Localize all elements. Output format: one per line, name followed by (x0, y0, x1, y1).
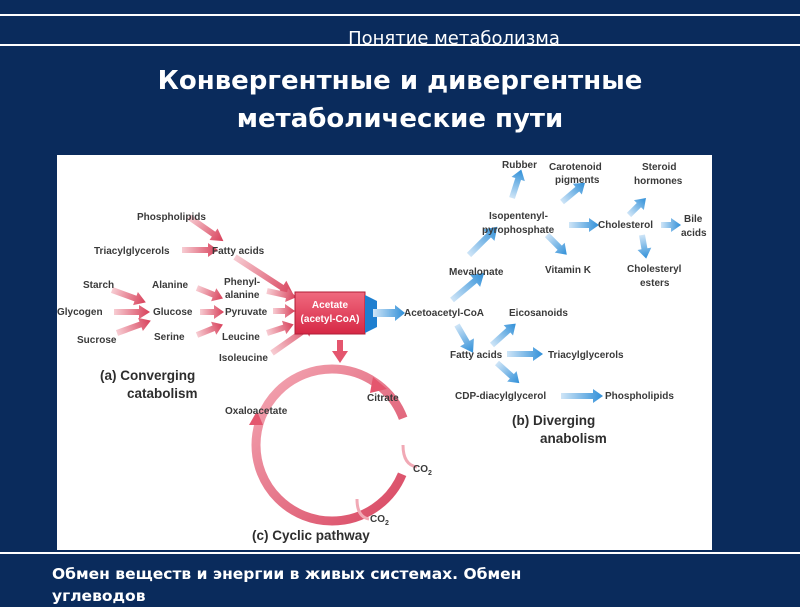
arrow-to-vitamin-k (544, 232, 567, 255)
slide-title: Конвергентные и дивергентные метаболичес… (0, 62, 800, 138)
co2-arrow-b (355, 498, 370, 521)
arrow-to-mevalonate (450, 273, 485, 303)
slide-title-line-2: метаболические пути (236, 104, 564, 134)
label-alanine-2: alanine (225, 290, 260, 301)
label-cdp-diacylglycerol: CDP-diacylglycerol (455, 391, 546, 402)
caption-converging-1: (a) Converging (100, 368, 195, 383)
label-co2-a: CO2 (413, 464, 432, 477)
cycle-entry-arrowhead (332, 351, 348, 363)
label-hormones: hormones (634, 176, 683, 187)
label-pyrophosphate: pyrophosphate (482, 225, 555, 236)
label-phospholipids-right: Phospholipids (605, 391, 674, 402)
slide-subtitle: Понятие метаболизма (348, 28, 560, 49)
arrow-to-chol-esters (637, 234, 652, 259)
arrow-phospholipids (187, 214, 224, 242)
label-alanine: Alanine (152, 280, 189, 291)
label-phospholipids: Phospholipids (137, 212, 206, 223)
label-oxaloacetate: Oxaloacetate (225, 406, 288, 417)
label-triacylglycerols-right: Triacylglycerols (548, 350, 624, 361)
label-eicosanoids: Eicosanoids (509, 308, 568, 319)
arrow-fatty-acids (233, 254, 294, 296)
arrow-sucrose (115, 317, 151, 336)
label-triacylglycerols-left: Triacylglycerols (94, 246, 170, 257)
footer-line-2: углеводов (52, 587, 146, 605)
arrow-triacylglycerols (182, 243, 218, 257)
top-rule-1 (0, 14, 800, 16)
metabolic-pathways-diagram: Phospholipids Triacylglycerols Fatty aci… (57, 155, 712, 550)
arrow-phenylalanine (266, 288, 297, 303)
label-acetate: Acetate (312, 300, 349, 311)
label-acids: acids (681, 228, 707, 239)
label-co2-b: CO2 (370, 514, 389, 527)
diverging-arrows (373, 169, 681, 403)
arrow-glycogen (114, 305, 150, 319)
label-sucrose: Sucrose (77, 335, 117, 346)
label-cholesteryl: Cholesteryl (627, 264, 682, 275)
label-phenyl: Phenyl- (224, 277, 260, 288)
caption-converging-2: catabolism (127, 386, 198, 401)
acetyl-coa-box (294, 291, 366, 335)
slide-title-line-1: Конвергентные и дивергентные (157, 66, 643, 96)
label-fatty-acids-left: Fatty acids (212, 246, 265, 257)
label-pyruvate: Pyruvate (225, 307, 268, 318)
arrow-glucose (200, 305, 224, 319)
arrow-to-rubber (509, 169, 525, 199)
label-leucine: Leucine (222, 332, 260, 343)
top-rule-2 (0, 44, 800, 46)
cycle-arrowhead-citrate (370, 377, 387, 393)
arrow-alanine (195, 285, 223, 302)
label-pigments: pigments (555, 175, 600, 186)
footer-line-1: Обмен веществ и энергии в живых системах… (52, 565, 522, 583)
label-serine: Serine (154, 332, 185, 343)
arrow-to-fatty-acids (454, 323, 474, 353)
label-steroid: Steroid (642, 162, 676, 173)
bottom-rule (0, 552, 800, 554)
label-rubber: Rubber (502, 160, 537, 171)
arrow-to-carotenoid (560, 182, 585, 205)
label-fatty-acids-right: Fatty acids (450, 350, 503, 361)
slide-footer: Обмен веществ и энергии в живых системах… (52, 563, 792, 607)
label-vitamin-k: Vitamin K (545, 265, 592, 276)
label-acetyl-coa: (acetyl-CoA) (301, 314, 360, 325)
citric-acid-cycle (249, 340, 418, 526)
label-starch: Starch (83, 280, 114, 291)
cycle-circle (251, 364, 413, 526)
label-isoleucine: Isoleucine (219, 353, 268, 364)
arrow-to-cdp (494, 360, 520, 384)
arrow-to-cholesterol (569, 218, 599, 232)
label-isopentenyl: Isopentenyl- (489, 211, 548, 222)
arrow-to-triacylglycerols (507, 347, 543, 361)
caption-diverging-1: (b) Diverging (512, 413, 595, 428)
caption-cyclic: (c) Cyclic pathway (252, 528, 370, 543)
label-acetoacetyl-coa: Acetoacetyl-CoA (404, 308, 484, 319)
pathways-svg: Phospholipids Triacylglycerols Fatty aci… (57, 160, 707, 543)
arrow-pyruvate (273, 304, 295, 318)
arrow-to-steroid (626, 198, 646, 218)
arrow-to-bile (661, 218, 681, 232)
cycle-arrowhead-oxaloacetate (249, 411, 263, 425)
label-bile: Bile (684, 214, 703, 225)
label-cholesterol: Cholesterol (598, 220, 653, 231)
converging-arrows (110, 214, 315, 356)
acetyl-coa-box-tab (365, 295, 377, 333)
arrow-to-phospholipids (561, 389, 603, 403)
co2-arrow-a (401, 444, 418, 469)
arrow-to-acetoacetyl (373, 305, 405, 321)
label-glucose: Glucose (153, 307, 193, 318)
label-carotenoid: Carotenoid (549, 162, 602, 173)
arrow-to-ipp (466, 226, 498, 258)
arrow-leucine (266, 320, 294, 336)
arrow-starch (110, 287, 146, 306)
arrow-serine (195, 321, 223, 338)
arrow-to-eicosanoids (489, 323, 516, 348)
label-citrate: Citrate (367, 393, 399, 404)
label-esters: esters (640, 278, 670, 289)
label-mevalonate: Mevalonate (449, 267, 504, 278)
label-glycogen: Glycogen (57, 307, 103, 318)
caption-diverging-2: anabolism (540, 431, 607, 446)
